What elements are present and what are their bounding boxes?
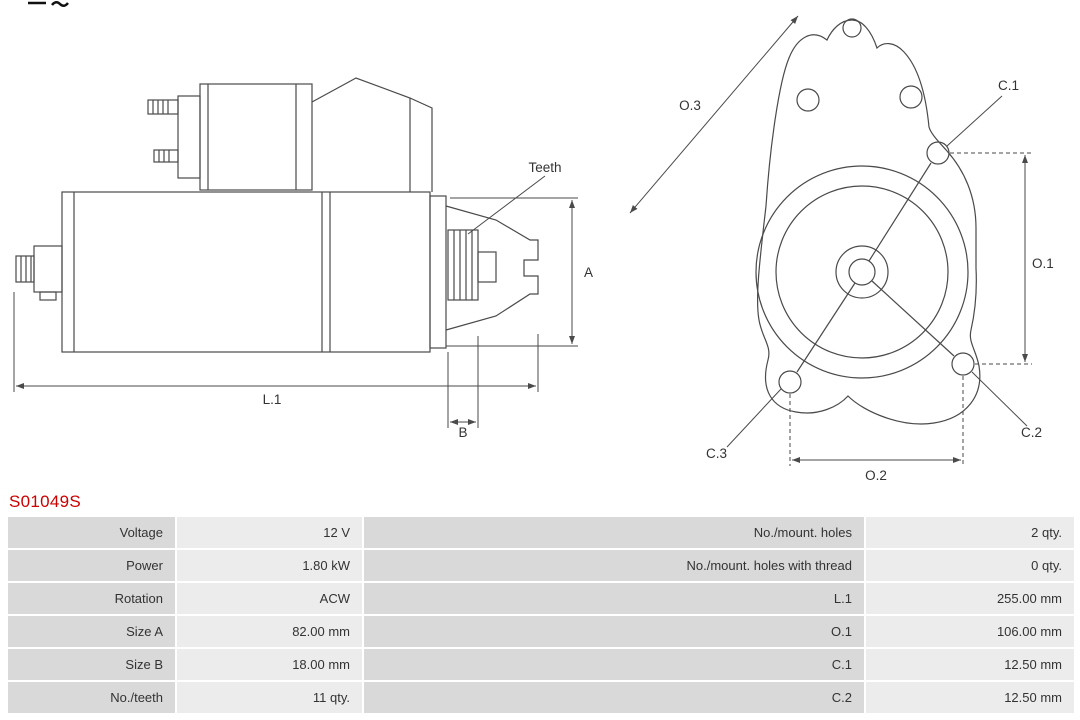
spec-value: 2 qty. [866,517,1074,548]
spec-value: 0 qty. [866,550,1074,581]
spec-label: C.2 [364,682,864,713]
spec-label: O.1 [364,616,864,647]
starter-motor-drawing: Teeth A L.1 B [13,1,1054,483]
teeth-label: Teeth [528,160,561,175]
dim-b-label: B [458,425,467,440]
dim-c3-label: C.3 [706,446,727,461]
dim-l1-label: L.1 [263,392,282,407]
spec-table: Voltage 12 V No./mount. holes 2 qty. Pow… [8,517,1074,713]
dim-a-label: A [584,265,593,280]
spec-label: Voltage [8,517,175,548]
dim-o3-label: O.3 [679,98,701,113]
dim-o1-label: O.1 [1032,256,1054,271]
spec-label: L.1 [364,583,864,614]
spec-value: 106.00 mm [866,616,1074,647]
side-view-dimensions [13,175,578,428]
spec-label: No./mount. holes with thread [364,550,864,581]
front-view-dimensions [629,15,1032,466]
spec-label: Rotation [8,583,175,614]
spec-label: Size B [8,649,175,680]
spec-value: 11 qty. [177,682,362,713]
spec-value: 255.00 mm [866,583,1074,614]
spec-value: 12 V [177,517,362,548]
spec-label: Power [8,550,175,581]
spec-value: ACW [177,583,362,614]
part-number: S01049S [9,492,82,511]
spec-value: 1.80 kW [177,550,362,581]
spec-value: 12.50 mm [866,682,1074,713]
spec-label: No./teeth [8,682,175,713]
front-view-drawing [755,18,981,425]
technical-drawing-area: Teeth A L.1 B [13,1,1054,483]
spec-value: 18.00 mm [177,649,362,680]
spec-label: C.1 [364,649,864,680]
dim-o2-label: O.2 [865,468,887,483]
spec-value: 12.50 mm [866,649,1074,680]
dim-c2-label: C.2 [1021,425,1042,440]
spec-label: No./mount. holes [364,517,864,548]
side-view-drawing [15,77,539,353]
corner-artifact [28,1,69,7]
spec-label: Size A [8,616,175,647]
dim-c1-label: C.1 [998,78,1019,93]
spec-value: 82.00 mm [177,616,362,647]
